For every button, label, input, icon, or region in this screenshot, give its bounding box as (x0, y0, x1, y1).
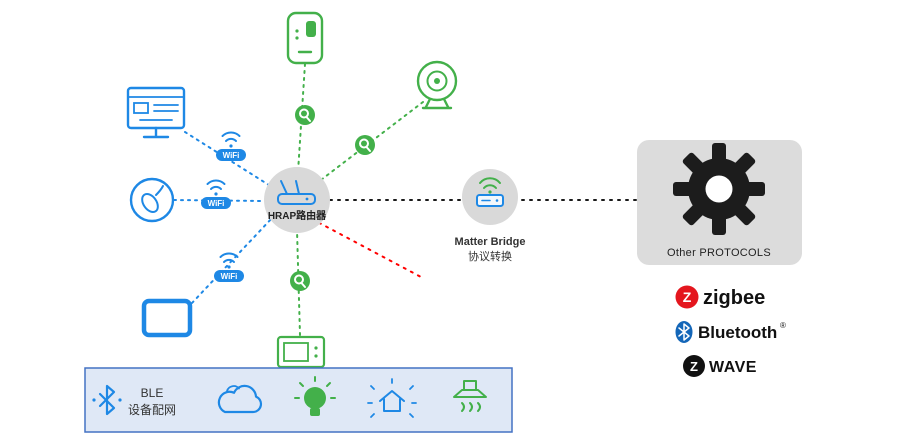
ble-box-frame (84, 367, 513, 433)
zwave-logo-mark (683, 355, 705, 377)
wifi-link-line-tablet (191, 216, 274, 304)
wifi-icon (206, 179, 226, 196)
range-hood-icon (453, 380, 487, 412)
thread-link-line-camera (316, 101, 424, 184)
microwave-icon (276, 335, 326, 369)
monitor-icon (126, 86, 186, 139)
tablet-icon (141, 298, 193, 338)
zwave-logo-text: WAVE (709, 359, 757, 376)
wifi-badge-pill (201, 197, 231, 209)
other-protocols-panel: Other PROTOCOLS (637, 140, 802, 265)
thread-link-line-lock (297, 63, 306, 173)
bridge-icon (476, 177, 504, 207)
wifi-badge-pill (216, 149, 246, 161)
router-node-circle (264, 167, 330, 233)
smart-home-icon (367, 378, 417, 418)
wifi-badge: WiFi (201, 179, 231, 209)
ble-label-line1: BLE (141, 386, 164, 400)
zigbee-logo-text: zigbee (703, 287, 765, 309)
thread-icon (355, 135, 375, 155)
door-lock-icon (286, 11, 324, 65)
zwave-logo-z: Z (690, 359, 698, 374)
bluetooth-logo: Bluetooth ® (675, 321, 786, 343)
bluetooth-logo-text: Bluetooth (698, 323, 777, 342)
wifi-badge: WiFi (216, 131, 246, 161)
thread-icon (295, 105, 315, 125)
thread-icon (290, 271, 310, 291)
other-protocols-label: Other PROTOCOLS (667, 247, 771, 259)
wifi-icon (221, 131, 241, 148)
ble-label-line2: 设备配网 (128, 403, 176, 417)
bridge-subtitle: 协议转换 (468, 249, 512, 263)
ble-provisioning-box: BLE 设备配网 (84, 367, 513, 433)
hrap-router-node: HRAP路由器 (264, 167, 330, 233)
webcam-icon (416, 60, 458, 110)
bluetooth-icon (92, 384, 122, 416)
mouse-icon (129, 177, 175, 223)
matter-bridge-node: Matter Bridge 协议转换 (455, 169, 526, 263)
cloud-icon (217, 384, 263, 414)
wifi-badge-pill (214, 270, 244, 282)
wifi-badge-label: WiFi (223, 151, 240, 160)
router-label: HRAP路由器 (268, 209, 327, 222)
red-link-line (311, 218, 422, 278)
zigbee-logo-z: Z (683, 289, 692, 305)
wifi-icon (219, 252, 239, 269)
wifi-badge-label: WiFi (221, 272, 238, 281)
light-bulb-icon (294, 376, 336, 416)
wifi-badge: WiFi (214, 252, 244, 282)
router-icon (277, 180, 316, 205)
wifi-badge-label: WiFi (208, 199, 225, 208)
gear-icon (673, 143, 765, 235)
bluetooth-reg-mark: ® (780, 321, 786, 330)
zwave-logo: Z WAVE (683, 355, 757, 377)
bluetooth-rune (678, 323, 690, 341)
bridge-title: Matter Bridge (455, 236, 526, 248)
zigbee-logo: Z zigbee (675, 285, 765, 309)
zigbee-logo-mark (675, 285, 699, 309)
